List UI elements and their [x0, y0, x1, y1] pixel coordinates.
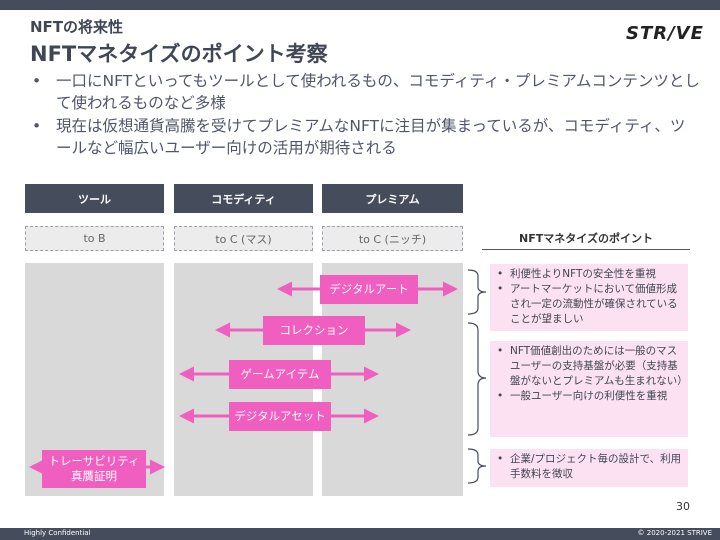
bullet-item: 一口にNFTといってもツールとして使われるもの、コモディティ・プレミアムコンテン…: [30, 70, 700, 114]
pill-game-item: ゲームアイテム: [229, 360, 331, 389]
target-commodity: to C (マス): [174, 226, 313, 251]
bullet-item: 現在は仮想通貨高騰を受けてプレミアムなNFTに注目が集まっているが、コモディティ…: [30, 115, 700, 159]
strive-logo: STR/VE: [626, 23, 704, 44]
section-subtitle: NFTの将来性: [30, 18, 124, 36]
page-title: NFTマネタイズのポイント考察: [30, 42, 328, 66]
column-header-commodity: コモディティ: [174, 184, 313, 213]
top-bar: [0, 0, 720, 10]
copyright-label: © 2020-2021 STRIVE: [637, 529, 712, 537]
column-header-premium: プレミアム: [322, 184, 463, 213]
column-header-tool: ツール: [25, 184, 164, 213]
footer-bar: Highly Confidential © 2020-2021 STRIVE: [0, 528, 720, 540]
pill-traceability-line2: 真贋証明: [71, 469, 117, 483]
target-premium: to C (ニッチ): [322, 226, 463, 251]
point-item: 一般ユーザー向けの利便性を重視: [497, 389, 684, 404]
point-box-premium: 利便性よりNFTの安全性を重視 アートマーケットにおいて価値形成され一定の流動性…: [490, 264, 688, 331]
intro-bullets: 一口にNFTといってもツールとして使われるもの、コモディティ・プレミアムコンテン…: [30, 70, 700, 160]
point-box-commodity: NFT価値創出のためには一般のマスユーザーの支持基盤が必要（支持基盤がないとプレ…: [490, 341, 688, 437]
bracket-2: [467, 322, 487, 436]
point-item: 企業/プロジェクト毎の設計で、利用手数料を徴収: [497, 452, 684, 482]
points-heading: NFTマネタイズのポイント: [482, 226, 690, 250]
pill-traceability-line1: トレーサビリティ: [48, 454, 140, 468]
point-item: NFT価値創出のためには一般のマスユーザーの支持基盤が必要（支持基盤がないとプレ…: [497, 344, 688, 389]
target-tool: to B: [25, 226, 164, 251]
pill-digital-art: デジタルアート: [320, 275, 418, 304]
pill-collection: コレクション: [263, 316, 365, 345]
pill-digital-asset: デジタルアセット: [229, 402, 331, 431]
bracket-1: [467, 269, 487, 315]
bracket-3: [467, 448, 487, 484]
pill-traceability: トレーサビリティ 真贋証明: [42, 450, 146, 488]
page-number: 30: [676, 500, 690, 513]
confidential-label: Highly Confidential: [24, 529, 91, 537]
point-item: アートマーケットにおいて価値形成され一定の流動性が確保されていることが望ましい: [497, 282, 684, 327]
point-box-tool: 企業/プロジェクト毎の設計で、利用手数料を徴収: [490, 449, 688, 487]
point-item: 利便性よりNFTの安全性を重視: [497, 267, 684, 282]
